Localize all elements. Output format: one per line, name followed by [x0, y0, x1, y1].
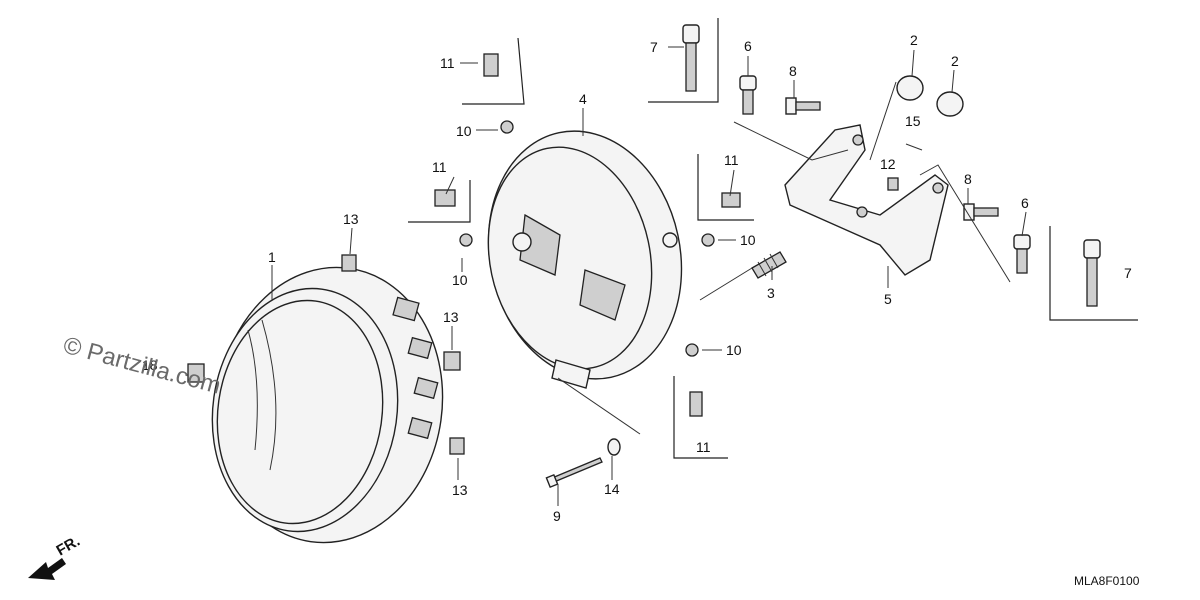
bolt-9[interactable] [545, 457, 603, 489]
callout-4: 4 [579, 91, 587, 107]
callout-11a: 11 [440, 55, 455, 71]
bolt-8-top[interactable] [785, 97, 821, 115]
pin-15[interactable] [905, 143, 923, 151]
headlight-stay-bracket[interactable] [784, 124, 949, 276]
callout-13a: 13 [343, 211, 359, 227]
screw-11-c[interactable] [721, 192, 741, 208]
bolt-6-right[interactable] [1013, 234, 1031, 274]
box-11-top [462, 37, 525, 105]
bolt-6-top[interactable] [739, 75, 757, 115]
callout-12: 12 [880, 156, 896, 172]
screw-11-b[interactable] [434, 189, 456, 207]
callout-10a: 10 [456, 123, 472, 139]
callout-18: 18 [142, 357, 158, 373]
collar-2-b[interactable] [936, 91, 964, 117]
callout-13c: 13 [452, 482, 468, 498]
clip-13-b[interactable] [443, 351, 461, 371]
box-7-top [648, 18, 719, 103]
front-direction-label: FR. [54, 533, 83, 560]
callout-11d: 11 [696, 439, 711, 455]
screw-10-c[interactable] [701, 233, 715, 247]
callout-15: 15 [905, 113, 921, 129]
callout-1: 1 [268, 249, 276, 265]
collar-2-a[interactable] [896, 75, 924, 101]
callout-10b: 10 [452, 272, 468, 288]
front-direction-arrow [28, 558, 66, 580]
bolt-8-right[interactable] [963, 203, 999, 221]
box-11-left [408, 180, 471, 223]
callout-9: 9 [553, 508, 561, 524]
box-11-low [673, 376, 728, 459]
box-11-mid [697, 154, 754, 221]
callout-14: 14 [604, 481, 620, 497]
screw-10-d[interactable] [685, 343, 699, 357]
bolt-7-right[interactable] [1083, 239, 1101, 307]
screw-10-b[interactable] [459, 233, 473, 247]
screw-10-a[interactable] [500, 120, 514, 134]
callout-13b: 13 [443, 309, 459, 325]
callout-8b: 8 [964, 171, 972, 187]
callout-2a: 2 [910, 32, 918, 48]
callout-3: 3 [767, 285, 775, 301]
callout-11b: 11 [432, 159, 447, 175]
headlight-unit[interactable] [197, 253, 460, 557]
box-7-right [1049, 226, 1138, 321]
callout-10d: 10 [726, 342, 742, 358]
diagram-code: MLA8F0100 [1074, 574, 1140, 588]
callout-10c: 10 [740, 232, 756, 248]
spring[interactable] [751, 251, 787, 279]
callout-11c: 11 [724, 152, 739, 168]
screw-11-a[interactable] [483, 53, 499, 77]
clip-13-a[interactable] [341, 254, 357, 272]
clip-18[interactable] [187, 363, 205, 383]
washer-14[interactable] [607, 438, 621, 456]
callout-8a: 8 [789, 63, 797, 79]
callout-2b: 2 [951, 53, 959, 69]
callout-7b: 7 [1124, 265, 1132, 281]
callout-6b: 6 [1021, 195, 1029, 211]
clip-13-c[interactable] [449, 437, 465, 455]
callout-5: 5 [884, 291, 892, 307]
headlight-case[interactable] [466, 113, 704, 397]
callout-7a: 7 [650, 39, 658, 55]
screw-11-d[interactable] [689, 391, 703, 417]
bolt-7-top[interactable] [682, 24, 700, 92]
callout-6a: 6 [744, 38, 752, 54]
clip-12[interactable] [887, 177, 899, 191]
